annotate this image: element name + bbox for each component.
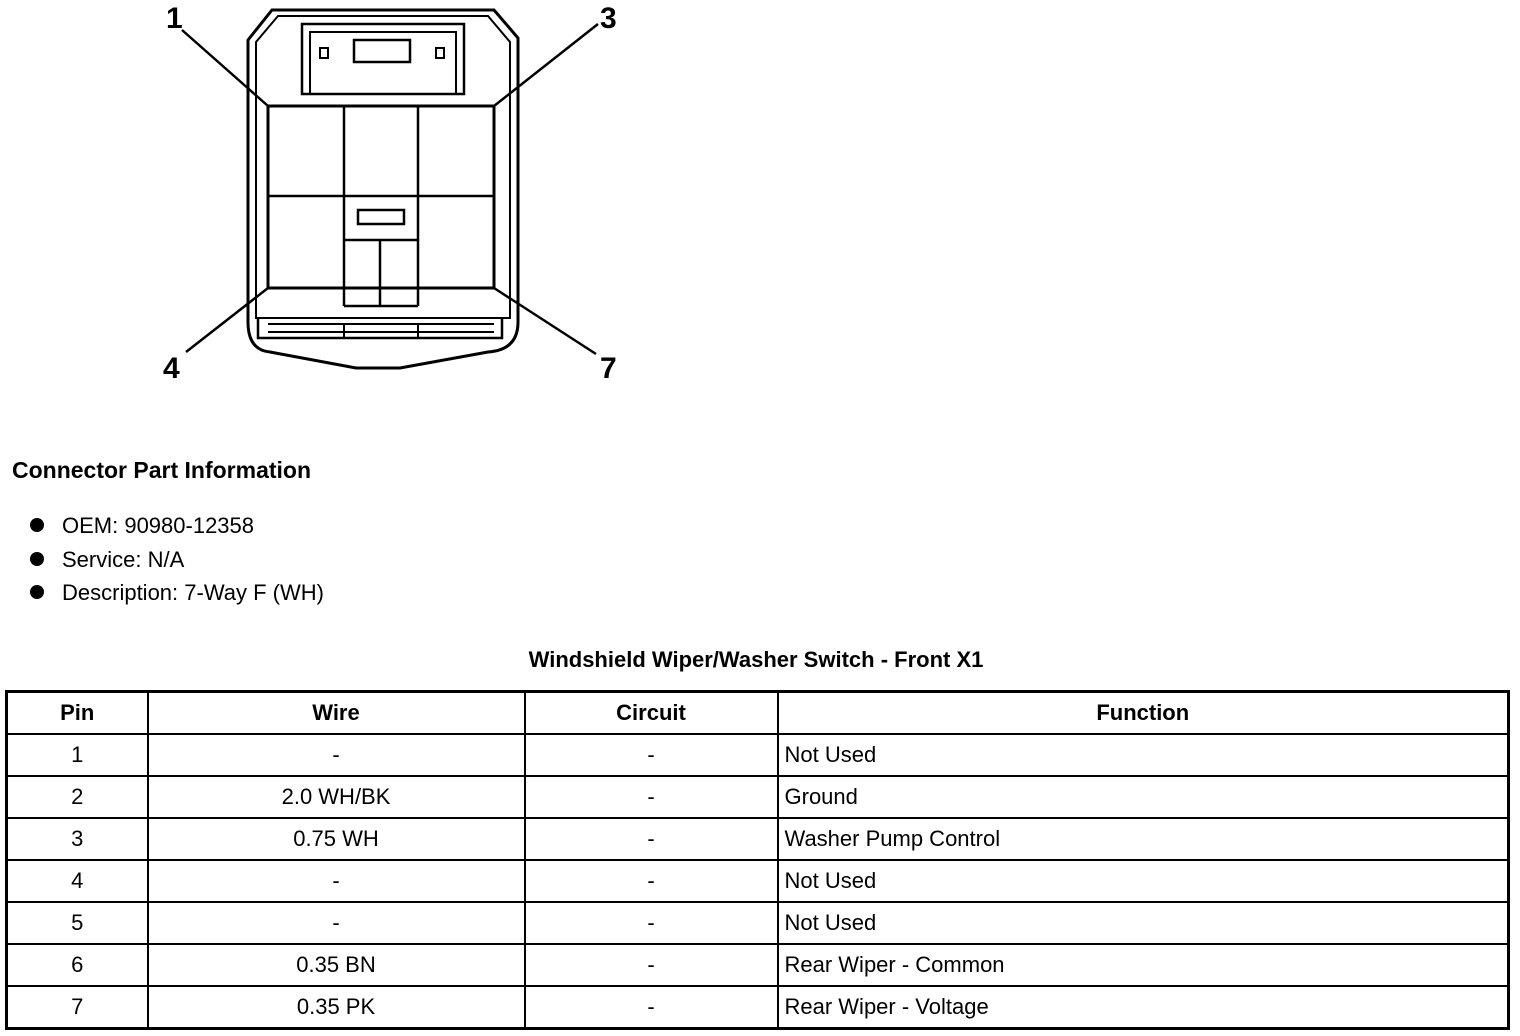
cell-wire: 2.0 WH/BK [146, 775, 526, 819]
header-circuit: Circuit [523, 690, 779, 735]
connector-body-outline [246, 8, 520, 370]
cell-circuit: - [523, 733, 779, 777]
header-pin: Pin [5, 690, 149, 735]
table-row: 7 0.35 PK - Rear Wiper - Voltage [5, 985, 1510, 1030]
info-item-oem: OEM: 90980-12358 [30, 509, 324, 543]
pin-callout-4: 4 [163, 352, 180, 385]
cell-circuit: - [523, 943, 779, 987]
cell-circuit: - [523, 985, 779, 1030]
cell-pin: 2 [5, 775, 149, 819]
cell-wire: 0.35 BN [146, 943, 526, 987]
pin-table: Pin Wire Circuit Function 1 - - Not Used… [5, 690, 1510, 1030]
info-item-service: Service: N/A [30, 543, 324, 577]
cell-function: Not Used [776, 733, 1510, 777]
cell-pin: 6 [5, 943, 149, 987]
cell-circuit: - [523, 901, 779, 945]
table-row: 3 0.75 WH - Washer Pump Control [5, 817, 1510, 861]
cell-pin: 4 [5, 859, 149, 903]
cell-wire: 0.35 PK [146, 985, 526, 1030]
info-item-text: Description: 7-Way F (WH) [62, 580, 324, 605]
info-item-description: Description: 7-Way F (WH) [30, 576, 324, 610]
header-wire: Wire [146, 690, 526, 735]
cell-wire: - [146, 859, 526, 903]
pin-callout-7: 7 [600, 352, 617, 385]
bullet-icon [30, 551, 44, 566]
cell-function: Rear Wiper - Common [776, 943, 1510, 987]
cell-function: Not Used [776, 859, 1510, 903]
connector-part-info-heading: Connector Part Information [12, 457, 312, 483]
pin-callout-1: 1 [166, 2, 183, 35]
cell-wire: - [146, 733, 526, 777]
cell-circuit: - [523, 817, 779, 861]
table-row: 1 - - Not Used [5, 733, 1510, 777]
bullet-icon [30, 585, 44, 599]
table-row: 4 - - Not Used [5, 859, 1510, 903]
table-row: 6 0.35 BN - Rear Wiper - Common [5, 943, 1510, 987]
cell-pin: 5 [5, 901, 149, 945]
pin-table-title: Windshield Wiper/Washer Switch - Front X… [528, 647, 984, 672]
info-item-text: OEM: 90980-12358 [62, 513, 255, 538]
cell-circuit: - [523, 775, 779, 819]
cell-pin: 1 [5, 733, 149, 777]
cell-wire: - [146, 901, 526, 945]
cell-function: Rear Wiper - Voltage [776, 985, 1510, 1030]
cell-circuit: - [523, 859, 779, 903]
connector-face-diagram: 1 3 4 7 [163, 2, 617, 385]
pin-callout-3: 3 [600, 2, 617, 35]
cell-function: Ground [776, 775, 1510, 819]
table-row: 2 2.0 WH/BK - Ground [5, 775, 1510, 819]
pin-callout-leaders [181, 23, 599, 356]
bullet-icon [30, 518, 44, 532]
table-header-row: Pin Wire Circuit Function [5, 690, 1510, 735]
info-item-text: Service: N/A [62, 546, 185, 572]
cell-pin: 3 [5, 817, 149, 861]
cell-pin: 7 [5, 985, 149, 1030]
cell-function: Washer Pump Control [776, 817, 1510, 861]
connector-info-list: OEM: 90980-12358 Service: N/A Descriptio… [30, 509, 324, 610]
cell-wire: 0.75 WH [146, 817, 526, 861]
table-row: 5 - - Not Used [5, 901, 1510, 945]
cell-function: Not Used [776, 901, 1510, 945]
header-function: Function [776, 690, 1510, 735]
